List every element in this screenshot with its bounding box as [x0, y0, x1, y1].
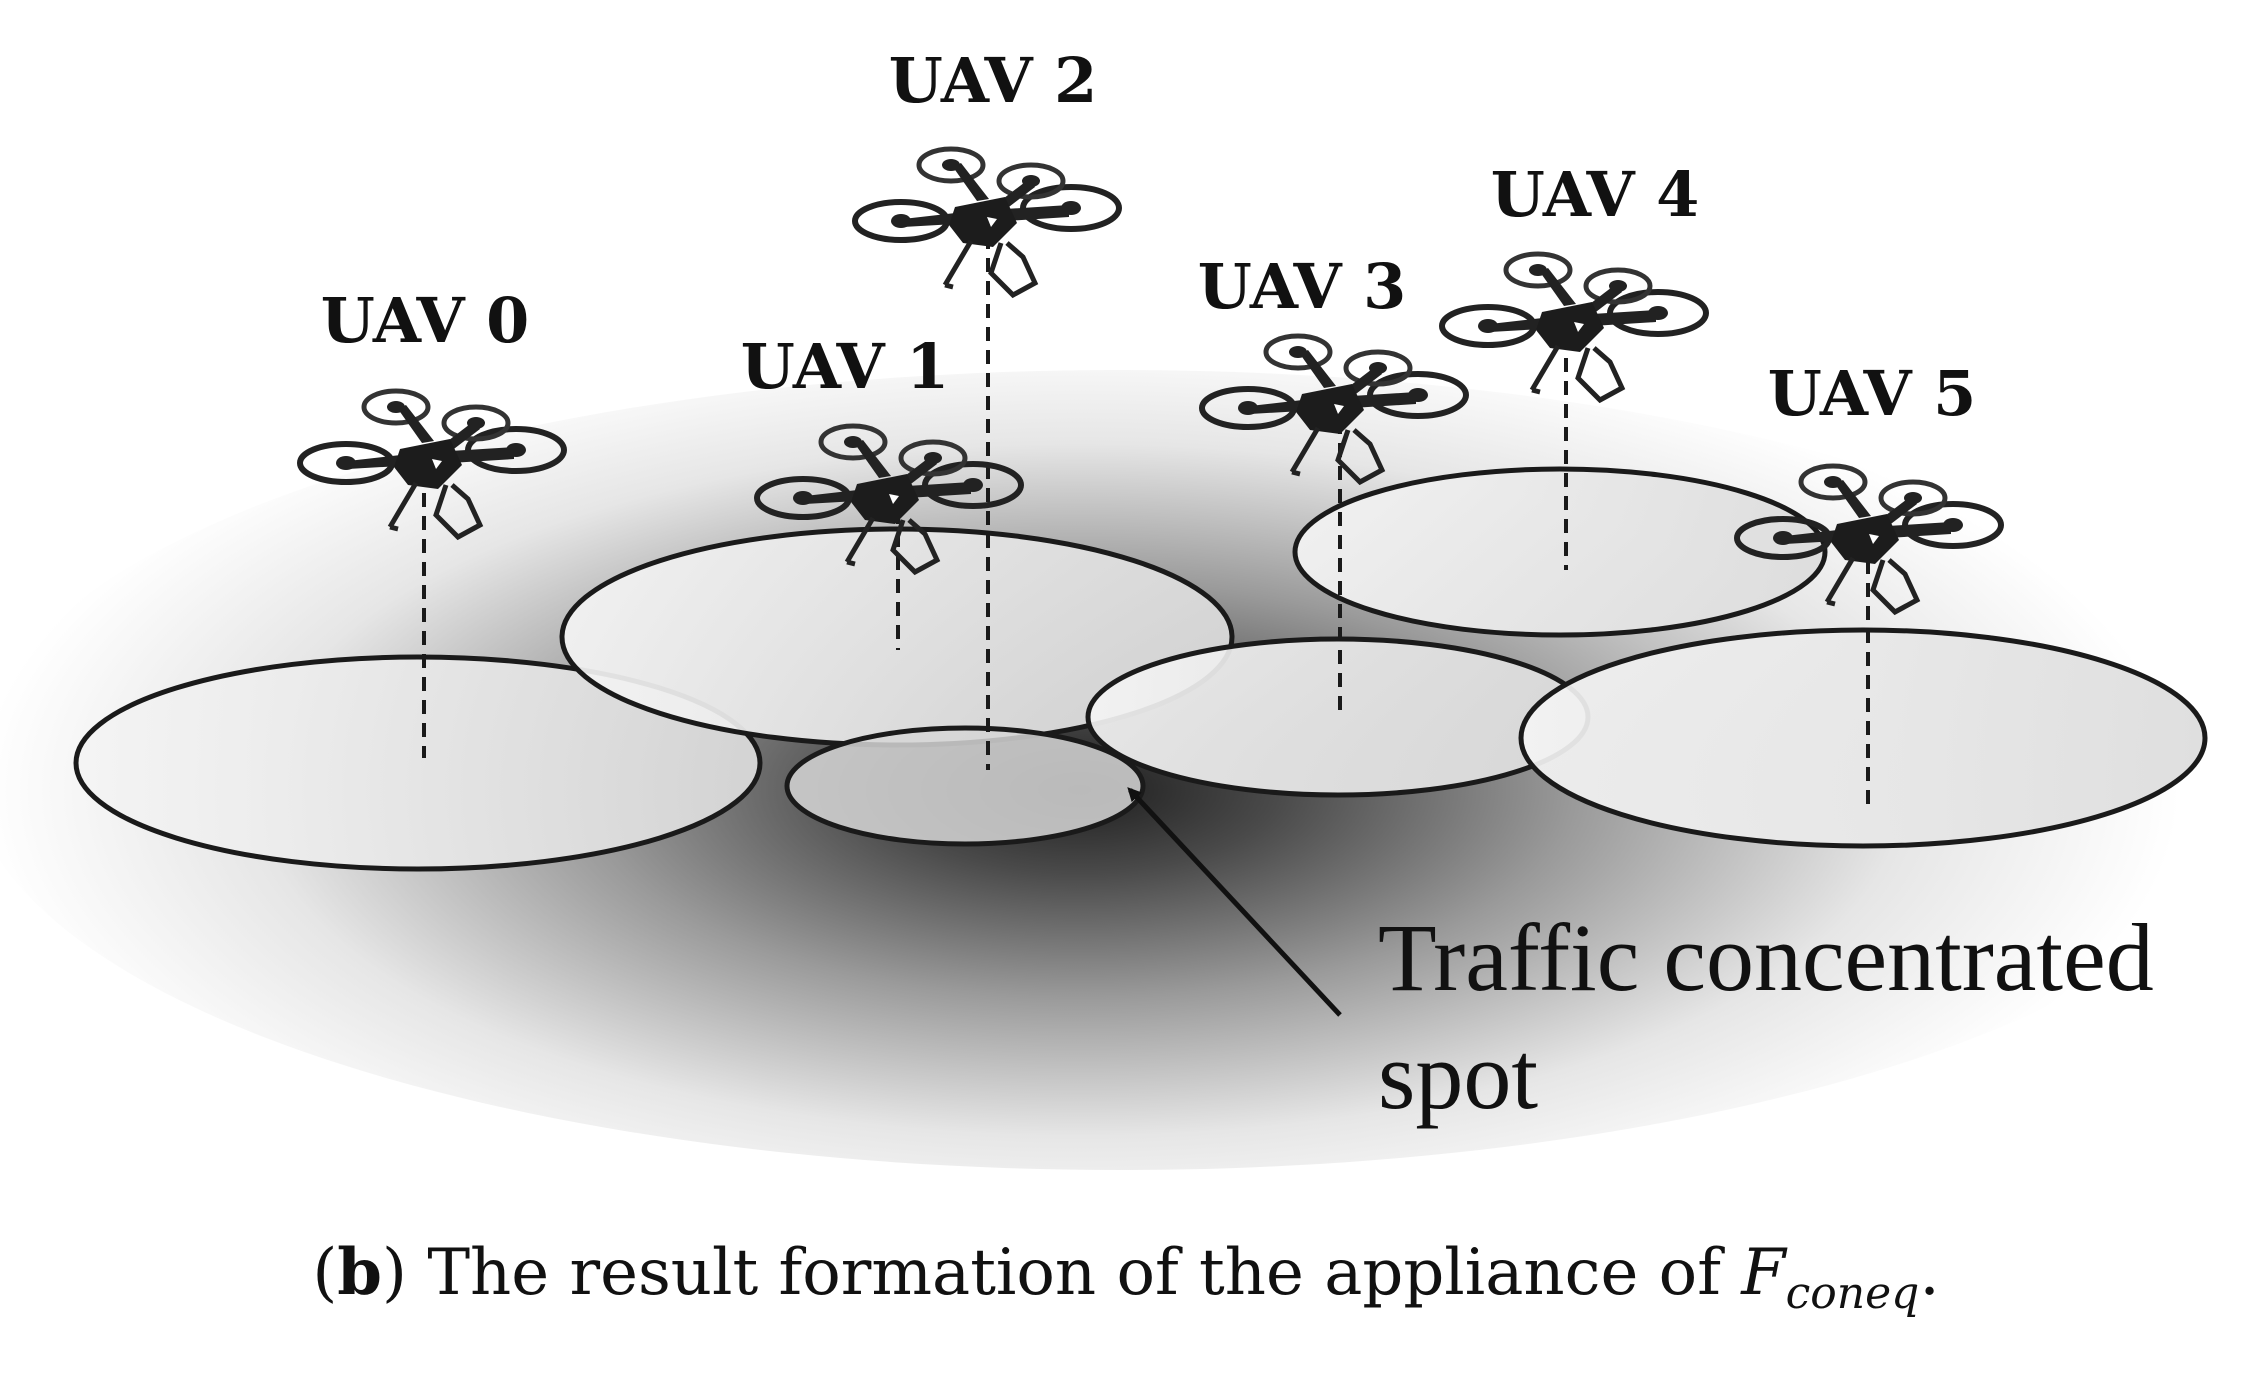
coverage-area-uav-2: [784, 725, 1146, 847]
caption-period: .: [1919, 1236, 1940, 1310]
caption-open-paren: (: [312, 1236, 338, 1310]
coverage-area-uav-0: [73, 654, 763, 872]
uav-label-5: UAV 5: [1768, 357, 1977, 430]
annotation-line-2: spot: [1378, 1022, 1538, 1129]
annotation-line-1: Traffic concentrated: [1378, 904, 2154, 1011]
caption-close-paren: ): [382, 1236, 408, 1310]
coverage-areas: [73, 466, 2208, 872]
uav-label-4: UAV 4: [1491, 158, 1700, 231]
projection-lines: [422, 235, 1870, 805]
uav-label-1: UAV 1: [741, 330, 950, 403]
coverage-area-uav-4: [1292, 466, 1828, 638]
caption-subscript: coneq: [1785, 1268, 1920, 1319]
figure-caption: (b) The result formation of the applianc…: [0, 1235, 2252, 1319]
coverage-area-uav-5: [1518, 627, 2208, 849]
hotspot-arrow: [1127, 787, 1342, 1017]
caption-text: The result formation of the appliance of: [407, 1236, 1742, 1310]
quadcopter-drone-icon: [1442, 254, 1706, 400]
uav-label-0: UAV 0: [321, 284, 530, 357]
uav-labels: UAV 0 UAV 1 UAV 2 UAV 3 UAV 4 UAV 5: [321, 44, 1977, 430]
caption-symbol: F: [1741, 1236, 1786, 1310]
caption-letter: b: [337, 1235, 383, 1310]
quadcopter-drone-icon: [855, 149, 1119, 295]
uav-label-3: UAV 3: [1198, 250, 1407, 323]
uav-label-2: UAV 2: [889, 44, 1098, 117]
